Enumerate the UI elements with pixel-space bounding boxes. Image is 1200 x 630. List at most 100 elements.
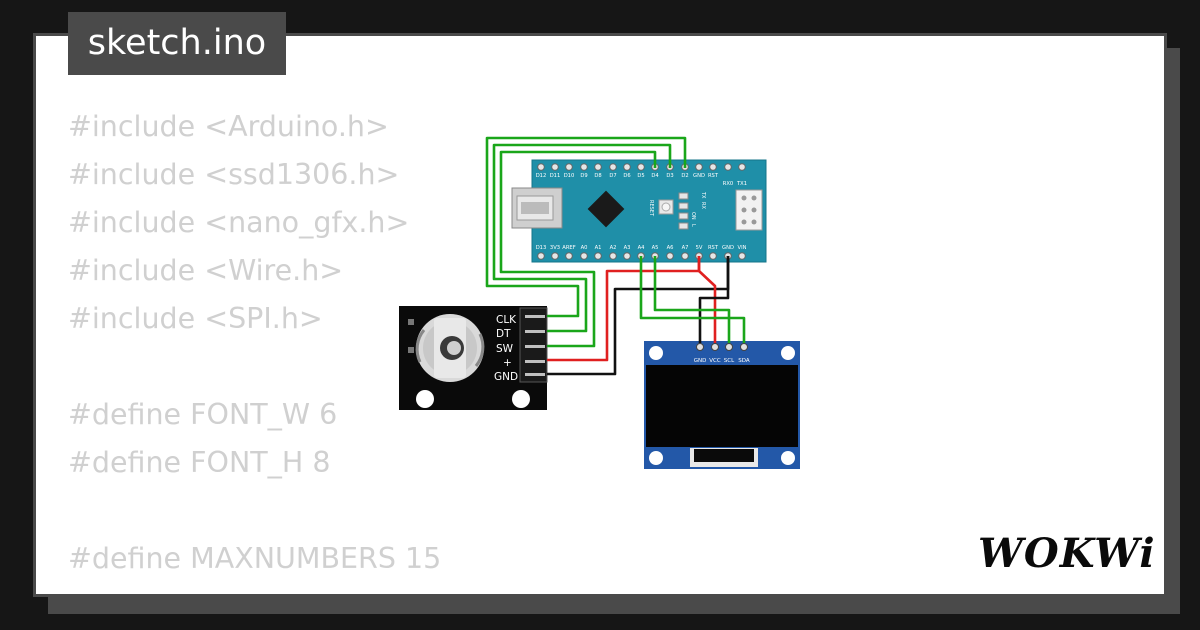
pin-rst [709,163,717,171]
wire-scl [653,256,731,343]
pin-label-vin: VIN [738,245,747,251]
code-line [68,487,441,535]
encoder-pin-gnd: GND [494,371,518,383]
pin-label-a6: A6 [667,245,674,251]
code-line: #define FONT_H 8 [68,446,331,479]
wire-oled-vcc [697,256,717,343]
pin-d12 [537,163,545,171]
oled-display: GND VCC SCL SDA [644,341,800,469]
pin-label-d7: D7 [609,173,616,179]
mcu-chip [587,190,625,228]
on-label: ON [690,212,696,220]
pin-label-a2: A2 [610,245,617,251]
pin-label-d10: D10 [564,173,575,179]
pin-label-a3: A3 [624,245,631,251]
l-label: L [690,224,696,227]
pin-label-aref: AREF [562,245,575,251]
code-line: #include <ssd1306.h> [68,158,400,191]
encoder-pin-plus: + [503,357,512,369]
pin-label-a4: A4 [638,245,646,251]
oled-pin-vcc: VCC [709,358,721,364]
tx-label: TX [700,191,706,199]
wires [485,136,746,376]
code-line: #define MAXNUMBERS 15 [68,542,442,575]
pin-d11 [551,163,559,171]
pin-a7 [681,252,689,260]
pin-label-d3: D3 [666,173,673,179]
arduino-nano: RESET TX RX ON L D12 D11 D10 D9 D8 D7 D6… [511,159,767,263]
pin-d13 [537,252,545,260]
pin-label-3v3: 3V3 [550,245,560,251]
pin-label-rx0: RX0 [723,181,733,187]
pin-label-rst-top: RST [708,173,719,179]
pin-vin [738,252,746,260]
pin-d7 [609,163,617,171]
code-line: #define FONT_W 6 [68,398,338,431]
pin-rst [709,252,717,260]
pin-a6 [666,252,674,260]
pin-label-d11: D11 [550,173,561,179]
encoder-pin-sw: SW [496,343,514,355]
code-line: #include <nano_gfx.h> [68,206,410,239]
pin-label-d9: D9 [580,173,587,179]
pin-label-5v: 5V [696,245,703,251]
reset-label: RESET [648,200,654,217]
oled-pin-scl: SCL [724,358,735,364]
pin-d6 [623,163,631,171]
pin-label-rst-bottom: RST [708,245,719,251]
rotary-encoder: CLK DT SW + GND [399,306,548,410]
pin-label-d6: D6 [623,173,630,179]
pin-tx1 [738,163,746,171]
code-line: #include <SPI.h> [68,302,323,335]
encoder-pin-dt: DT [496,328,511,340]
pin-label-gnd-bottom: GND [722,245,734,251]
pin-a3 [623,252,631,260]
reset-button [658,199,674,215]
pin-label-d5: D5 [637,173,644,179]
pin-rx0 [724,163,732,171]
code-line: #include <Arduino.h> [68,110,389,143]
pin-label-d4: D4 [651,173,659,179]
pin-a2 [609,252,617,260]
pin-d8 [594,163,602,171]
pin-label-tx1: TX1 [736,181,747,187]
wokwi-logo: WOKWi [978,530,1155,577]
wire-clk [485,136,687,318]
circuit-diagram: RESET TX RX ON L D12 D11 D10 D9 D8 D7 D6… [399,136,800,469]
pin-label-d2: D2 [681,173,688,179]
wire-sda [639,256,746,343]
wire-sw [499,150,657,348]
wokwi-logo-text: WOKWi [978,530,1155,577]
pin-label-d13: D13 [536,245,547,251]
icsp-header [735,189,763,231]
pin-aref [565,252,573,260]
pin-d5 [637,163,645,171]
code-line [68,343,441,391]
status-leds [678,192,689,230]
oled-pin-sda: SDA [738,358,750,364]
code-block: #include <Arduino.h> #include <ssd1306.h… [68,103,441,583]
pin-label-a5: A5 [652,245,659,251]
pin-label-a1: A1 [595,245,602,251]
pin-label-a0: A0 [581,245,588,251]
pin-d10 [565,163,573,171]
pin-label-d12: D12 [536,173,547,179]
pin-d9 [580,163,588,171]
preview-card [33,33,1167,597]
pin-a1 [594,252,602,260]
pin-label-a7: A7 [682,245,689,251]
pin-a0 [580,252,588,260]
pin-gnd [695,163,703,171]
top-pin-row [537,163,746,171]
pin-label-d8: D8 [594,173,601,179]
pin-3v3 [551,252,559,260]
wire-dt [492,143,672,333]
bottom-pin-row [537,252,746,260]
pin-label-gnd-top: GND [693,173,705,179]
file-title: sketch.ino [68,12,286,75]
wire-oled-gnd [698,256,730,343]
code-line: #include <Wire.h> [68,254,344,287]
encoder-pin-clk: CLK [496,314,517,326]
rx-label: RX [700,202,706,209]
oled-pin-gnd: GND [694,358,707,364]
